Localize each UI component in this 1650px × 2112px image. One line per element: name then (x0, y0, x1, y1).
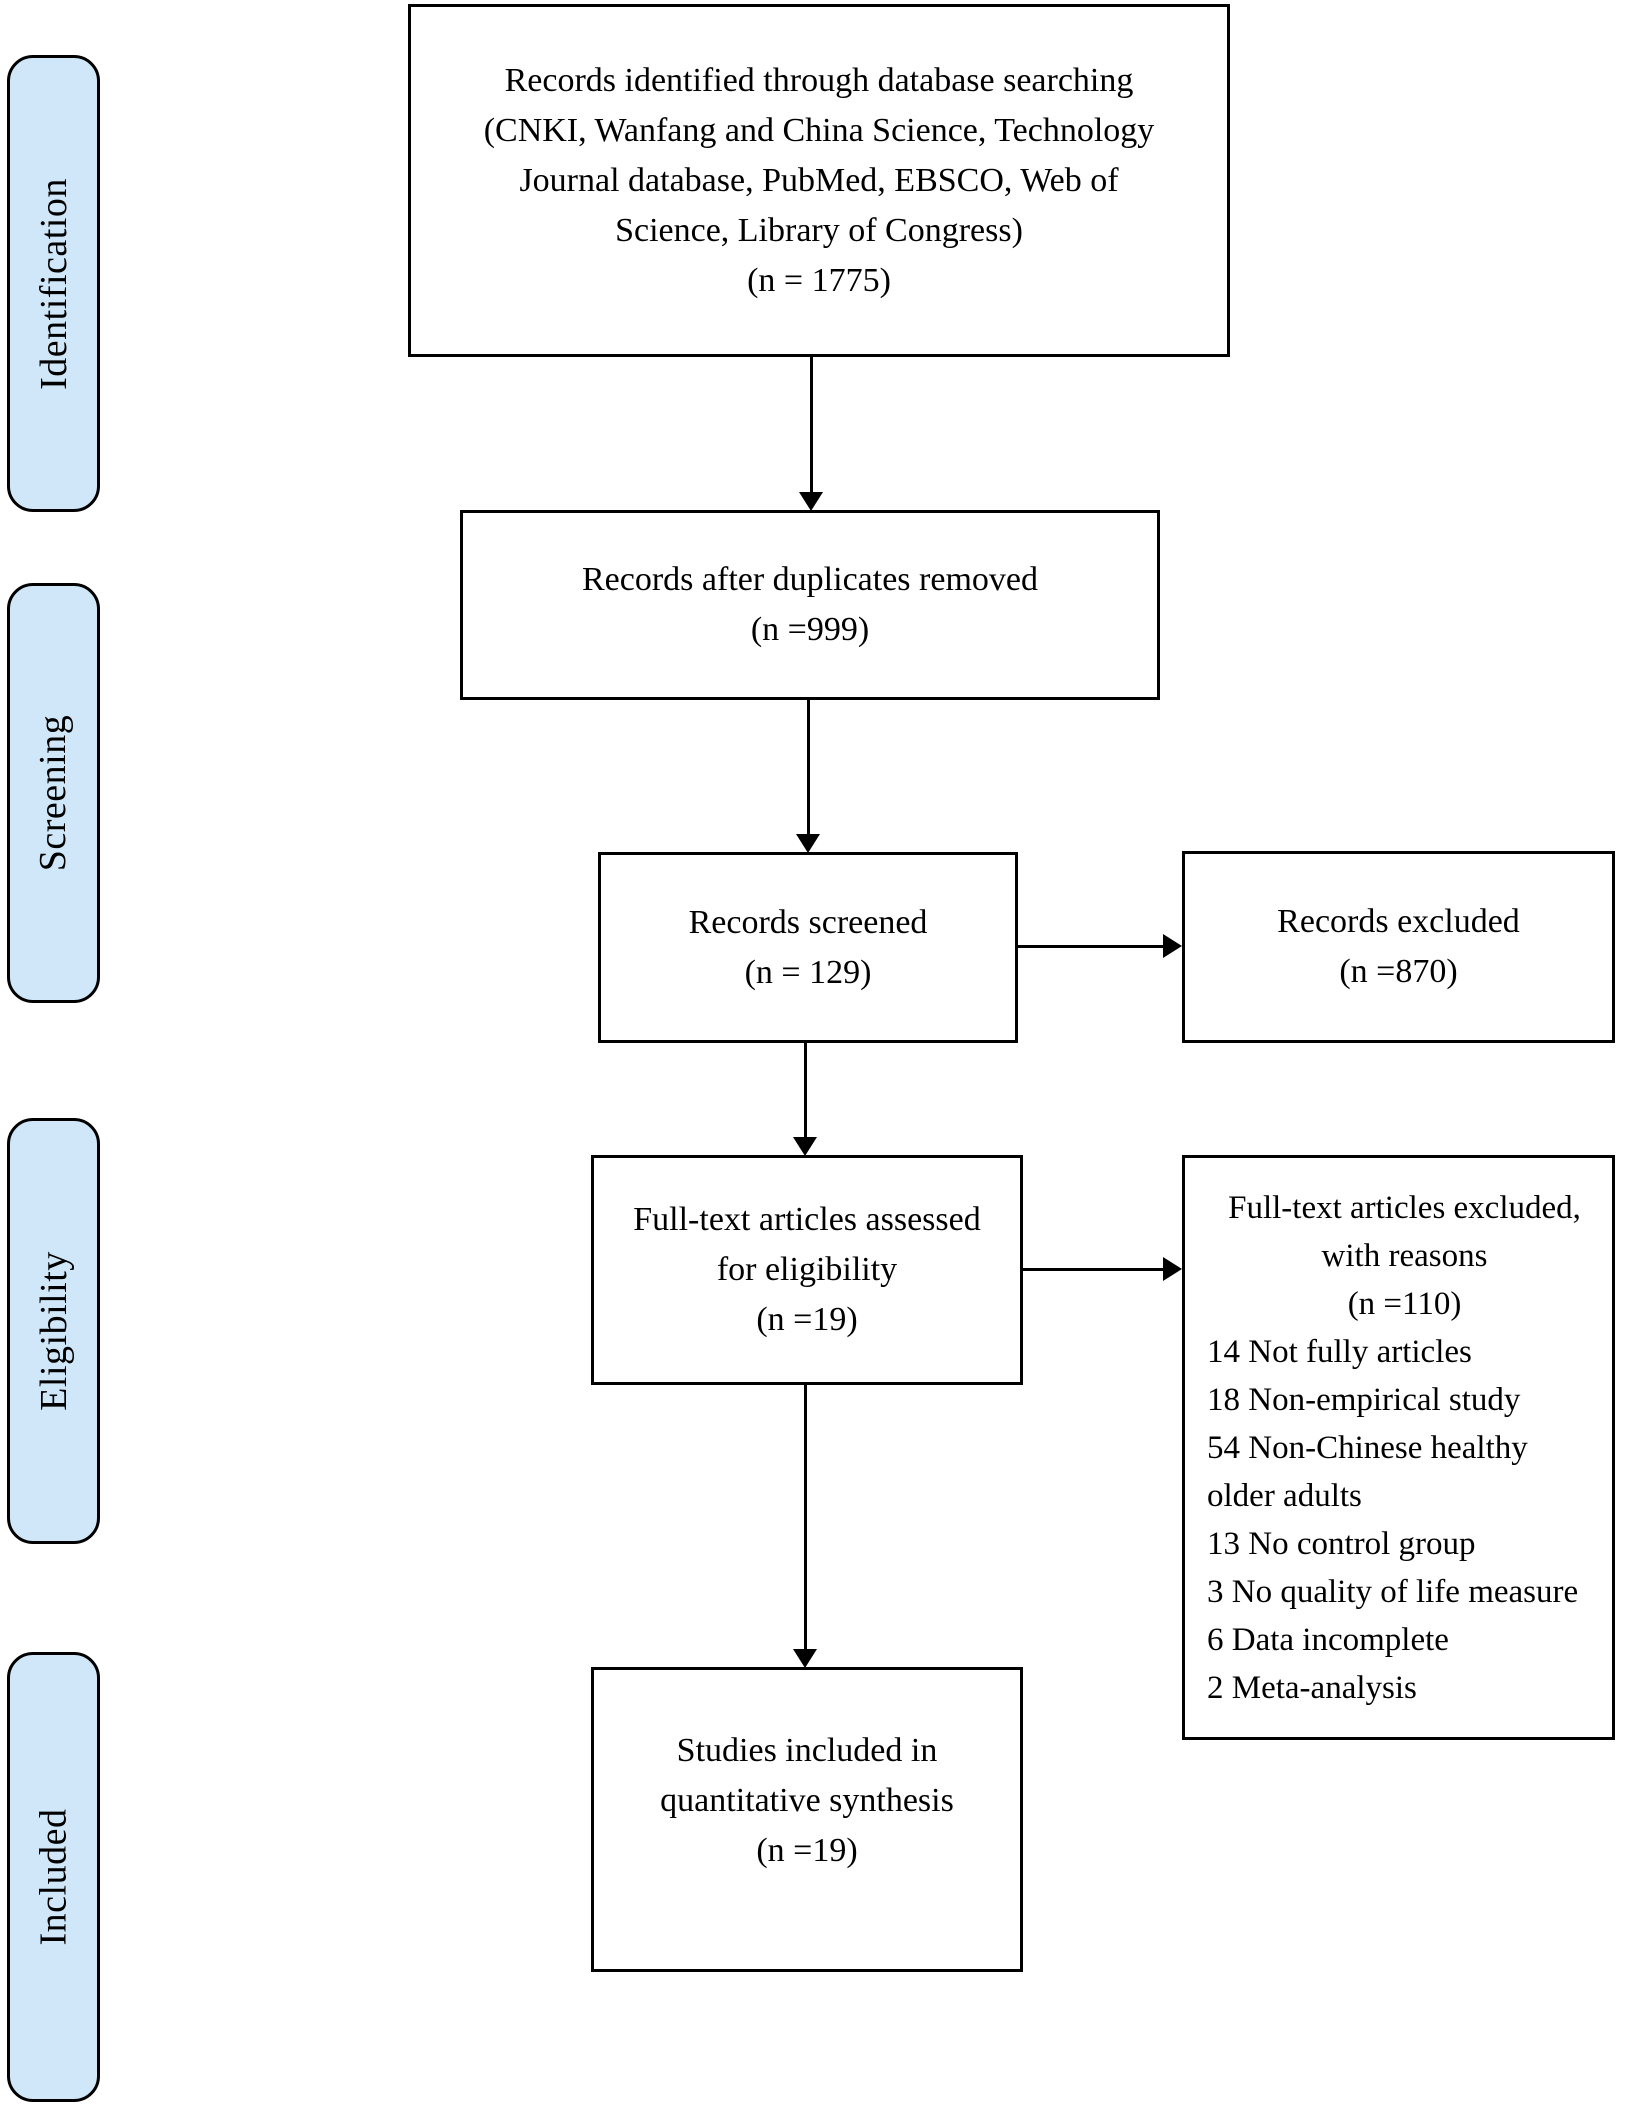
box-records-identified-line: Science, Library of Congress) (615, 211, 1023, 249)
arrowhead-down-icon (793, 1137, 817, 1156)
box-records-excluded-count: (n =870) (1339, 953, 1458, 990)
box-records-screened-line: Records screened (688, 903, 928, 941)
connector-fulltext-to-included (804, 1385, 807, 1650)
arrowhead-right-icon (1163, 1257, 1182, 1281)
box-duplicates-removed: Records after duplicates removed (n =999… (460, 510, 1160, 700)
exclusion-reason: 6 Data incomplete (1207, 1622, 1449, 1658)
box-records-excluded-line: Records excluded (1277, 903, 1520, 940)
connector-screened-to-fulltext (804, 1043, 807, 1138)
stage-eligibility: Eligibility (7, 1118, 100, 1544)
box-studies-included-line: Studies included in (676, 1732, 938, 1769)
arrowhead-down-icon (799, 492, 823, 511)
connector-identified-to-duplicates (810, 357, 813, 493)
box-records-identified-line: (CNKI, Wanfang and China Science, Techno… (483, 111, 1155, 149)
box-records-identified-count: (n = 1775) (747, 261, 891, 299)
arrowhead-down-icon (796, 834, 820, 853)
connector-screened-to-excluded (1018, 945, 1165, 948)
stage-identification: Identification (7, 55, 100, 512)
box-fulltext-assessed-line: for eligibility (716, 1251, 898, 1288)
exclusion-reason: 3 No quality of life measure (1207, 1574, 1579, 1610)
box-duplicates-removed-line: Records after duplicates removed (582, 561, 1038, 598)
box-duplicates-removed-count: (n =999) (750, 611, 870, 648)
stage-screening-label: Screening (32, 714, 75, 872)
exclusion-reason: 13 No control group (1207, 1526, 1476, 1562)
connector-duplicates-to-screened (807, 700, 810, 835)
box-fulltext-assessed: Full-text articles assessed for eligibil… (591, 1155, 1023, 1385)
exclusion-reason: 18 Non-empirical study (1207, 1382, 1521, 1418)
exclusion-reason: 2 Meta-analysis (1207, 1670, 1417, 1706)
arrowhead-down-icon (793, 1649, 817, 1668)
stage-included-label: Included (32, 1808, 75, 1946)
stage-included: Included (7, 1652, 100, 2102)
box-records-screened: Records screened (n = 129) (598, 852, 1018, 1043)
box-fulltext-assessed-line: Full-text articles assessed (633, 1201, 981, 1238)
exclusion-reason: 14 Not fully articles (1207, 1334, 1472, 1370)
box-fulltext-excluded-title: with reasons (1321, 1238, 1488, 1274)
stage-identification-label: Identification (32, 177, 75, 390)
box-fulltext-excluded-title: Full-text articles excluded, (1228, 1190, 1581, 1226)
box-records-identified: Records identified through database sear… (408, 4, 1230, 357)
box-fulltext-excluded: Full-text articles excluded, with reason… (1182, 1155, 1615, 1740)
box-fulltext-assessed-count: (n =19) (756, 1301, 858, 1338)
exclusion-reason: 54 Non-Chinese healthy older adults (1207, 1430, 1528, 1514)
stage-eligibility-label: Eligibility (32, 1251, 75, 1411)
box-records-identified-line: Records identified through database sear… (504, 61, 1134, 99)
connector-fulltext-to-excluded (1023, 1268, 1165, 1271)
box-fulltext-excluded-count: (n =110) (1347, 1286, 1462, 1322)
box-records-identified-line: Journal database, PubMed, EBSCO, Web of (519, 161, 1119, 199)
arrowhead-right-icon (1163, 934, 1182, 958)
box-studies-included: Studies included in quantitative synthes… (591, 1667, 1023, 1972)
box-records-screened-count: (n = 129) (744, 953, 872, 991)
stage-screening: Screening (7, 583, 100, 1003)
box-studies-included-count: (n =19) (756, 1832, 858, 1869)
box-records-excluded: Records excluded (n =870) (1182, 851, 1615, 1043)
box-studies-included-line: quantitative synthesis (660, 1782, 954, 1819)
